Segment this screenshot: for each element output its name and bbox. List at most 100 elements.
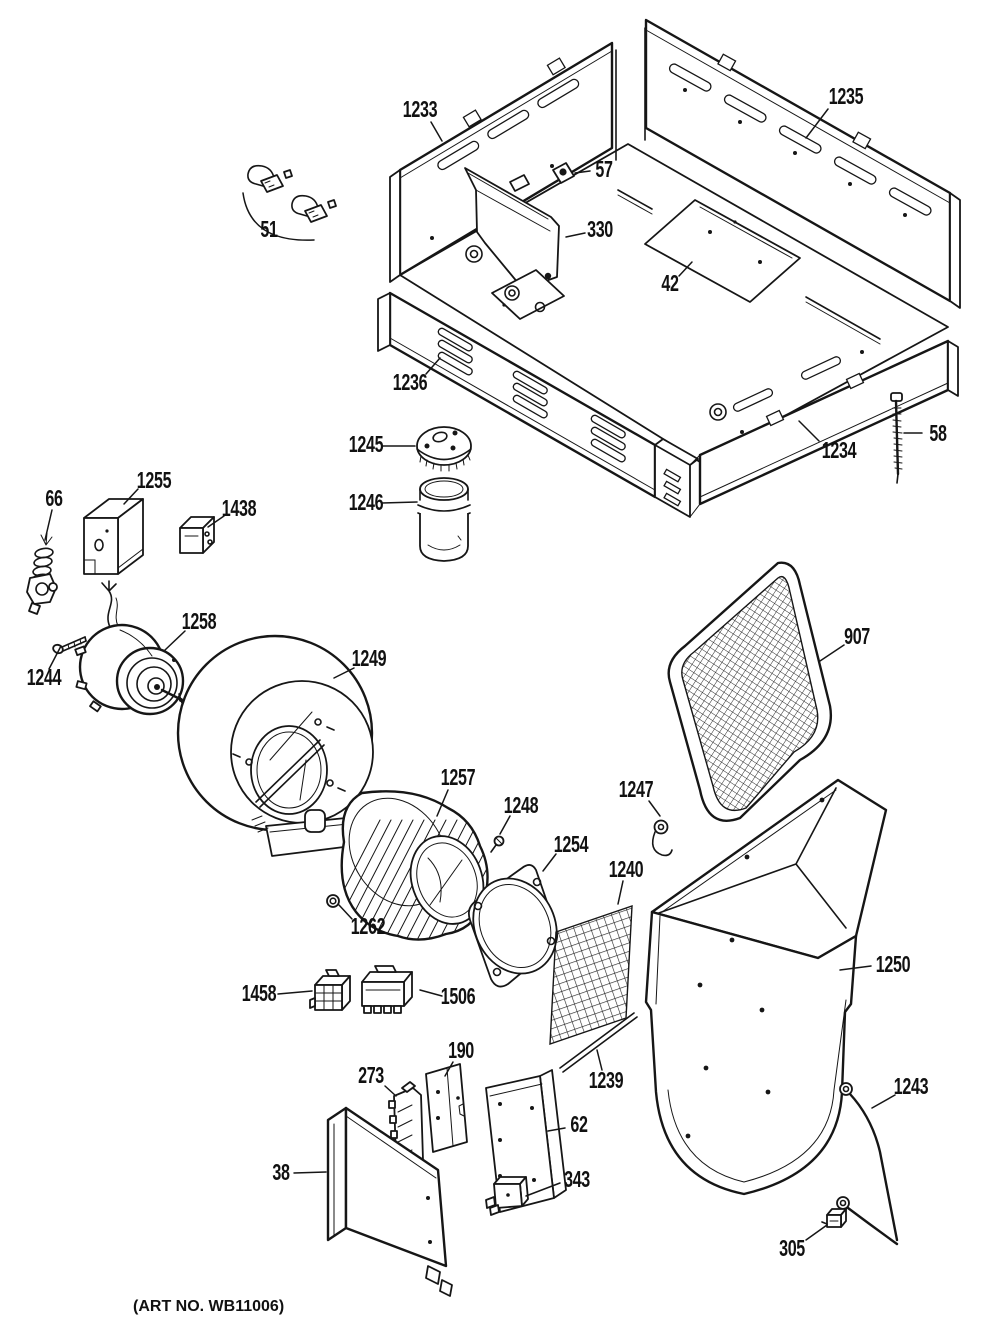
clip-1247 [651, 819, 673, 857]
cover-38 [326, 1106, 453, 1297]
leader-line-38 [293, 1171, 327, 1174]
part-number-58: 58 [929, 420, 947, 446]
part-number-330: 330 [587, 216, 613, 242]
part-label-1247: 1247 [619, 776, 661, 817]
chassis-assembly [377, 18, 961, 518]
floor-details [465, 245, 864, 434]
part-number-273: 273 [358, 1062, 384, 1088]
leader-line-42 [678, 261, 693, 277]
motor-1258 [74, 580, 185, 716]
leader-line-1262 [338, 904, 353, 920]
part-label-42: 42 [661, 261, 693, 296]
cap-1245 [416, 426, 472, 472]
leader-line-1244 [48, 645, 62, 670]
part-number-1247: 1247 [619, 776, 653, 802]
leader-line-1438 [207, 515, 225, 528]
part-label-1245: 1245 [349, 431, 416, 457]
rod-1239 [559, 1012, 638, 1073]
leader-line-1240 [617, 880, 624, 905]
part-number-190: 190 [448, 1037, 474, 1063]
connector-1458 [309, 969, 351, 1011]
part-number-1255: 1255 [137, 467, 172, 493]
part-number-1250: 1250 [876, 951, 910, 977]
part-label-330: 330 [565, 216, 613, 242]
blower-wheel-1257 [340, 790, 489, 941]
part-number-1239: 1239 [589, 1067, 623, 1093]
leader-line-1239 [596, 1049, 603, 1071]
part-number-1244: 1244 [27, 664, 62, 690]
part-label-305: 305 [779, 1224, 828, 1261]
leader-line-1249 [333, 667, 355, 679]
leader-line-62 [547, 1127, 566, 1132]
part-number-1438: 1438 [222, 495, 257, 521]
leader-line-1458 [277, 990, 313, 995]
labels-layer: 1233 1235 57 330 42 51 1236 1234 58 1245 1246 66 125… [27, 83, 948, 1261]
part-label-58: 58 [903, 420, 948, 446]
part-number-1245: 1245 [349, 431, 384, 457]
leader-line-330 [565, 232, 586, 238]
part-label-1250: 1250 [839, 951, 911, 977]
panel-1235 [644, 18, 961, 309]
leader-line-305 [805, 1224, 828, 1241]
part-number-343: 343 [564, 1166, 590, 1192]
part-number-1235: 1235 [829, 83, 864, 109]
part-number-57: 57 [595, 156, 612, 182]
part-label-1257: 1257 [436, 764, 476, 817]
part-label-1249: 1249 [333, 645, 387, 679]
part-label-1235: 1235 [805, 83, 864, 139]
part-label-1239: 1239 [589, 1049, 624, 1093]
rear-corner [615, 27, 646, 161]
part-number-66: 66 [45, 485, 62, 511]
part-label-38: 38 [272, 1159, 327, 1185]
leader-line-1254 [542, 853, 557, 872]
part-label-343: 343 [525, 1166, 590, 1197]
part-label-907: 907 [819, 623, 870, 662]
leader-line-1247 [648, 800, 661, 817]
part-number-51: 51 [260, 216, 278, 242]
part-label-1236: 1236 [393, 357, 441, 395]
leader-line-1236 [425, 357, 441, 375]
bracket-1255 [83, 498, 144, 575]
part-label-190: 190 [444, 1037, 474, 1077]
leader-line-1234 [798, 420, 820, 442]
nut-1262 [326, 894, 340, 908]
part-label-1255: 1255 [123, 467, 172, 505]
part-label-66: 66 [44, 485, 63, 541]
leader-line-273 [384, 1085, 397, 1097]
part-label-51: 51 [260, 216, 278, 242]
part-label-1258: 1258 [164, 608, 217, 651]
part-number-1240: 1240 [609, 856, 643, 882]
blower-housing-1249 [176, 634, 374, 857]
part-label-62: 62 [547, 1111, 588, 1137]
part-label-1233: 1233 [403, 96, 443, 142]
part-number-1236: 1236 [393, 369, 427, 395]
leader-line-343 [525, 1182, 561, 1197]
art-number: (ART NO. WB11006) [133, 1298, 284, 1315]
leader-line-1250 [839, 965, 872, 971]
part-label-1506: 1506 [419, 983, 476, 1009]
leader-line-1258 [164, 630, 186, 651]
bracket-51-underline [242, 192, 315, 241]
part-label-1254: 1254 [542, 831, 589, 872]
part-label-1244: 1244 [27, 645, 62, 690]
mesh-screen-907 [667, 561, 833, 822]
part-label-1248: 1248 [499, 792, 539, 835]
part-number-62: 62 [570, 1111, 587, 1137]
leader-line-1233 [430, 121, 443, 142]
leader-line-190 [444, 1061, 454, 1077]
part-number-1248: 1248 [504, 792, 539, 818]
part-number-1249: 1249 [352, 645, 386, 671]
part-number-1246: 1246 [349, 489, 383, 515]
part-label-1234: 1234 [798, 420, 857, 463]
rail-1234 [698, 339, 959, 506]
leader-line-1506 [419, 989, 443, 997]
part-label-57: 57 [574, 156, 613, 182]
part-label-1243: 1243 [871, 1073, 929, 1109]
leader-line-1257 [436, 789, 449, 817]
leader-line-1246 [381, 501, 418, 504]
leader-line-907 [819, 644, 845, 662]
part-label-1438: 1438 [207, 495, 257, 528]
plate-42 [644, 199, 801, 303]
part-label-1262: 1262 [338, 904, 386, 939]
part-number-1506: 1506 [441, 983, 475, 1009]
